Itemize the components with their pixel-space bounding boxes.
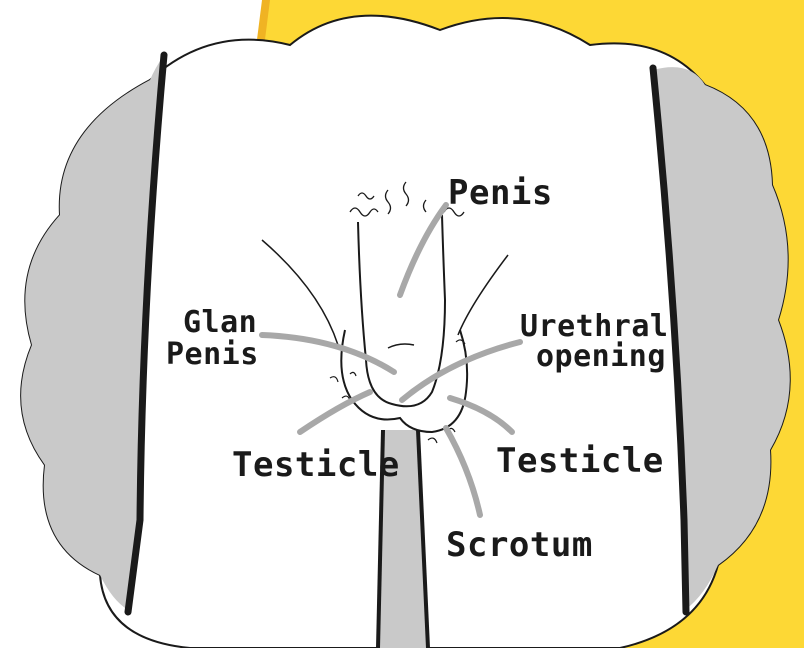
label-urethral-line2: opening: [536, 339, 666, 374]
label-glan-line1: Glan: [183, 305, 257, 340]
label-penis: Penis: [448, 173, 553, 213]
label-testicle-left: Testicle: [232, 445, 400, 485]
label-glan-line2: Penis: [166, 337, 259, 372]
label-testicle-right: Testicle: [496, 441, 664, 481]
label-scrotum: Scrotum: [446, 525, 593, 565]
